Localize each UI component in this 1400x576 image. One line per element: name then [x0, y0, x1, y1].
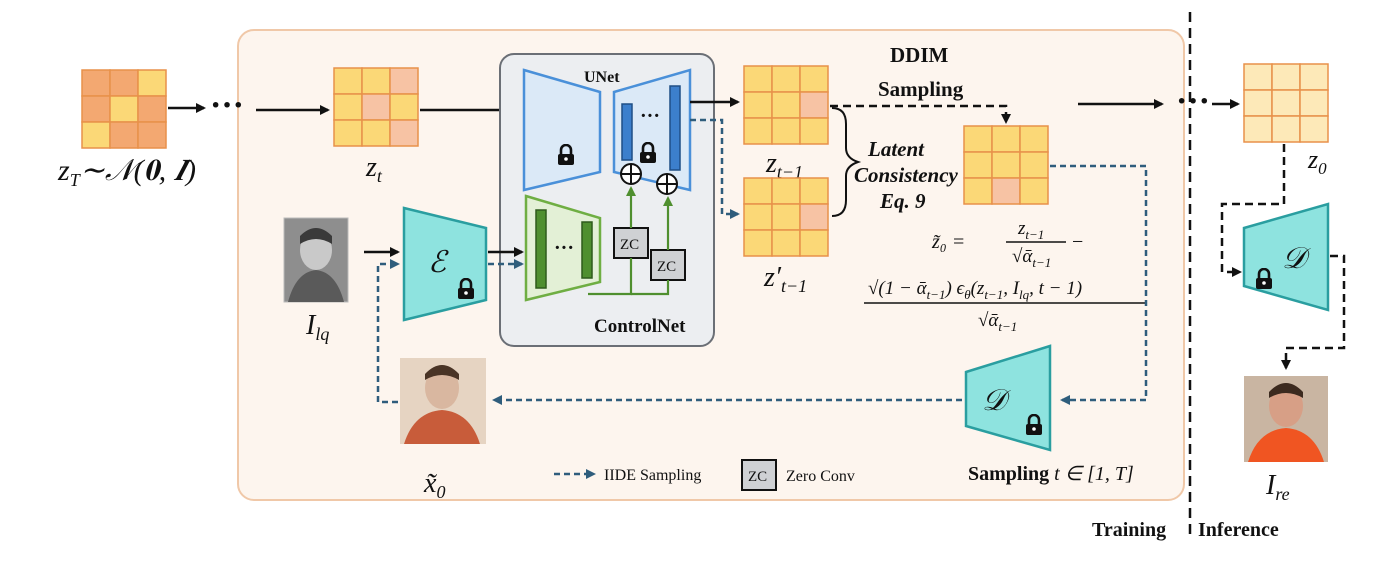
eq-num2: √(1 − ᾱt−1) ϵθ(zt−1, Ilq, t − 1) — [868, 278, 1082, 302]
ellipsis-left: ··· — [210, 87, 244, 124]
zc-box-2 — [650, 249, 686, 281]
control-bar-left — [535, 209, 547, 289]
latent-grid-zt — [333, 67, 419, 147]
photo-x0 — [400, 358, 486, 444]
add-circle-1 — [620, 163, 642, 185]
dashed-arrow-ddim — [830, 104, 1011, 124]
label-latent-consistency-3: Eq. 9 — [879, 189, 926, 213]
label-ddim: DDIM — [890, 43, 949, 67]
latent-grid-zpt1 — [743, 177, 829, 257]
legend-zc-label: Zero Conv — [786, 468, 855, 485]
latent-grid-z0 — [1243, 63, 1329, 143]
label-ddim-sampling: Sampling — [878, 77, 964, 101]
label-zT: zT∼𝒩(𝟎, 𝑰) — [57, 154, 196, 190]
dashed-arrow-unet-to-zpt1 — [690, 118, 740, 219]
label-ilq: Ilq — [305, 310, 329, 344]
dashed-arrow-z0-to-decoder-inf — [1220, 144, 1286, 277]
label-x0: x̃0 — [423, 468, 445, 502]
unet-bar-right — [669, 85, 681, 171]
curly-brace — [831, 107, 862, 217]
eq-den1: √ᾱt−1 — [1012, 246, 1051, 270]
label-encoder: ℰ — [428, 246, 449, 279]
eq-num1: zt−1 — [1017, 218, 1044, 242]
unet-encoder — [522, 68, 602, 192]
legend-zc-box — [741, 459, 777, 491]
legend-zc-box-label: ZC — [748, 469, 767, 485]
green-line-2 — [631, 280, 670, 296]
label-unet: UNet — [584, 69, 620, 86]
eq-minus: − — [1072, 231, 1083, 253]
zc-box-1 — [613, 227, 649, 259]
unet-ellipsis: ··· — [640, 105, 660, 127]
zc-label-2: ZC — [657, 259, 676, 275]
dashed-arrow-z0-to-decoder — [1050, 164, 1148, 405]
label-inference: Inference — [1198, 519, 1279, 541]
latent-grid-z0-pred — [963, 125, 1049, 205]
label-ire: Ire — [1265, 470, 1290, 504]
ellipsis-right: ··· — [1176, 83, 1210, 120]
dashed-arrow-x0-to-encoder — [376, 259, 400, 404]
label-z0: z0 — [1307, 145, 1327, 178]
add-circle-2 — [656, 173, 678, 195]
eq-lhs: z̃₀ = — [931, 231, 965, 253]
latent-grid-zt1 — [743, 65, 829, 145]
zc-label-1: ZC — [620, 237, 639, 253]
label-zpt1: z′t−1 — [763, 262, 807, 296]
latent-grid-zT — [81, 69, 167, 149]
dashed-arrow-decoder-to-ire — [1281, 254, 1346, 370]
label-latent-consistency-2: Consistency — [854, 163, 959, 187]
label-zt: zt — [365, 152, 383, 186]
photo-ilq — [283, 217, 349, 303]
label-zt1: zt−1 — [765, 148, 803, 182]
unet-bar-left — [621, 103, 633, 161]
label-controlnet: ControlNet — [594, 316, 686, 337]
photo-ire — [1244, 376, 1328, 462]
control-bar-right — [581, 221, 593, 279]
label-sampling: Sampling t ∈ [1, T] — [968, 463, 1134, 485]
equation-z0: z̃₀ = zt−1 √ᾱt−1 − √(1 − ᾱt−1) ϵθ(zt−1, … — [864, 218, 1146, 334]
control-ellipsis: ··· — [554, 237, 574, 259]
eq-den2: √ᾱt−1 — [978, 310, 1017, 334]
legend-iide-label: IIDE Sampling — [604, 467, 701, 484]
label-training: Training — [1092, 519, 1166, 541]
label-latent-consistency-1: Latent — [867, 137, 925, 161]
